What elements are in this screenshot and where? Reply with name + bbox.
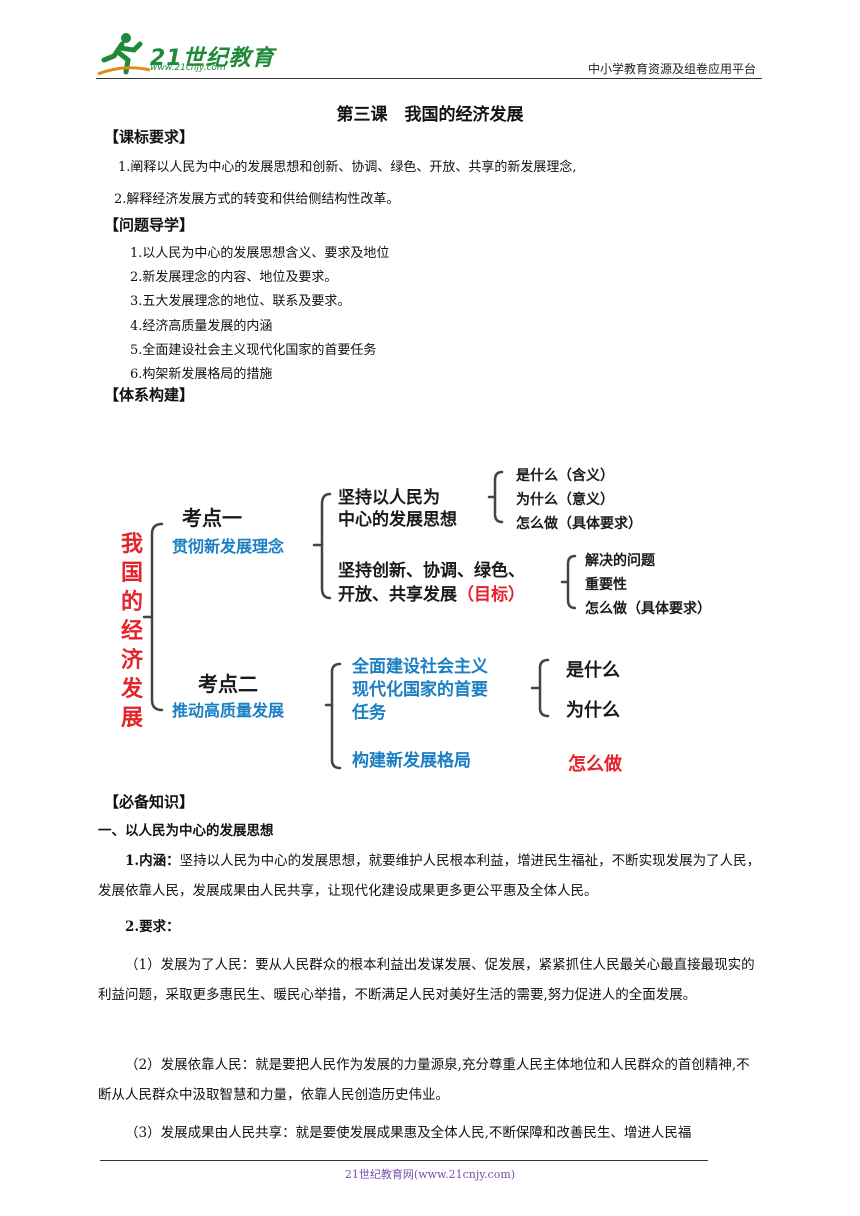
root-char: 国 [120, 561, 143, 586]
p2b-node: 构建新发展格局 [352, 751, 471, 771]
p2a-line: 任务 [352, 703, 386, 723]
platform-name: 中小学教育资源及组卷应用平台 [587, 62, 756, 76]
curriculum-heading: 【课标要求】 [104, 128, 195, 146]
requirement-2: （2）发展依靠人民：就是要把人民作为发展的力量源泉,充分尊重人民主体地位和人民群… [98, 1057, 750, 1103]
root-char: 的 [120, 590, 143, 615]
definition-paragraph: 1.内涵：坚持以人民为中心的发展思想，就要维护人民根本利益，增进民生福祉，不断实… [98, 846, 762, 906]
root-char: 我 [120, 532, 143, 557]
guide-item: 4.经济高质量发展的内涵 [130, 319, 273, 334]
curriculum-item: 2.解释经济发展方式的转变和供给侧结构性改革。 [114, 192, 400, 207]
knowledge-subheading: 一、以人民为中心的发展思想 [98, 823, 274, 839]
curriculum-item: 1.阐释以人民为中心的发展思想和创新、协调、绿色、开放、共享的新发展理念, [118, 160, 577, 175]
page-title: 第三课 我国的经济发展 [336, 105, 524, 125]
p2a-line: 现代化国家的首要 [352, 680, 488, 700]
logo-url: www.21cnjy.com [150, 63, 226, 73]
guide-item: 6.构架新发展格局的措施 [130, 367, 273, 382]
requirements-label: 2.要求： [125, 919, 180, 935]
point1-label: 考点一 [182, 506, 242, 530]
p1b-tag: （目标） [457, 585, 525, 605]
p1b-line2: 开放、共享发展 [338, 585, 457, 605]
point1-topic: 贯彻新发展理念 [172, 537, 285, 556]
guide-item: 1.以人民为中心的发展思想含义、要求及地位 [130, 246, 390, 261]
root-char: 济 [120, 648, 143, 673]
leaf: 解决的问题 [585, 553, 655, 569]
footer-divider [100, 1160, 708, 1161]
requirements-label-paragraph: 2.要求： [98, 912, 762, 942]
requirement-3: （3）发展成果由人民共享：就是要使发展成果惠及全体人民,不断保障和改善民生、增进… [125, 1125, 692, 1141]
guide-item: 5.全面建设社会主义现代化国家的首要任务 [130, 343, 377, 358]
runner-logo-icon [97, 33, 151, 76]
guide-item: 2.新发展理念的内容、地位及要求。 [130, 270, 338, 285]
leaf: 是什么 [566, 660, 620, 681]
definition-label: 1.内涵： [125, 853, 180, 869]
leaf: 怎么做（具体要求） [585, 601, 711, 617]
root-node: 我 国 的 经 济 发 展 [118, 530, 146, 733]
logo-text: 21世纪教育 [150, 46, 275, 71]
p2a-line: 全面建设社会主义 [352, 657, 488, 677]
p1a-line: 坚持以人民为 [338, 488, 440, 508]
p1b-line: 坚持创新、协调、绿色、 [338, 561, 525, 581]
requirement-1: （1）发展为了人民：要从人民群众的根本利益出发谋发展、促发展，紧紧抓住人民最关心… [98, 957, 755, 1003]
p1a-node: 坚持以人民为 中心的发展思想 [338, 487, 457, 531]
p1b-line: 开放、共享发展（目标） [338, 583, 525, 607]
root-char: 经 [120, 619, 143, 644]
knowledge-heading: 【必备知识】 [104, 793, 195, 811]
root-char: 发 [120, 677, 143, 702]
footer-link[interactable]: 21世纪教育网(www.21cnjy.com) [344, 1168, 516, 1181]
header-divider [96, 78, 762, 79]
leaf: 是什么（含义） [516, 468, 614, 484]
leaf: 重要性 [585, 577, 627, 593]
p1b-node: 坚持创新、协调、绿色、 开放、共享发展（目标） [338, 559, 525, 607]
leaf: 为什么 [566, 700, 620, 721]
point2-label: 考点二 [198, 672, 258, 696]
guide-item: 3.五大发展理念的地位、联系及要求。 [130, 294, 351, 309]
system-heading: 【体系构建】 [104, 386, 195, 404]
point2-topic: 推动高质量发展 [172, 701, 285, 720]
leaf: 为什么（意义） [516, 492, 614, 508]
p1a-line: 中心的发展思想 [338, 510, 457, 530]
p1b-leaves: 解决的问题 重要性 怎么做（具体要求） [585, 549, 711, 621]
leaf: 怎么做（具体要求） [516, 516, 642, 532]
definition-text: 坚持以人民为中心的发展思想，就要维护人民根本利益，增进民生福祉，不断实现发展为了… [98, 853, 761, 899]
p1a-leaves: 是什么（含义） 为什么（意义） 怎么做（具体要求） [516, 464, 642, 536]
mind-map-brackets [142, 470, 577, 770]
guide-heading: 【问题导学】 [104, 216, 195, 234]
p2b-leaf: 怎么做 [568, 754, 622, 775]
root-char: 展 [120, 706, 143, 731]
p2a-node: 全面建设社会主义 现代化国家的首要 任务 [352, 656, 488, 725]
